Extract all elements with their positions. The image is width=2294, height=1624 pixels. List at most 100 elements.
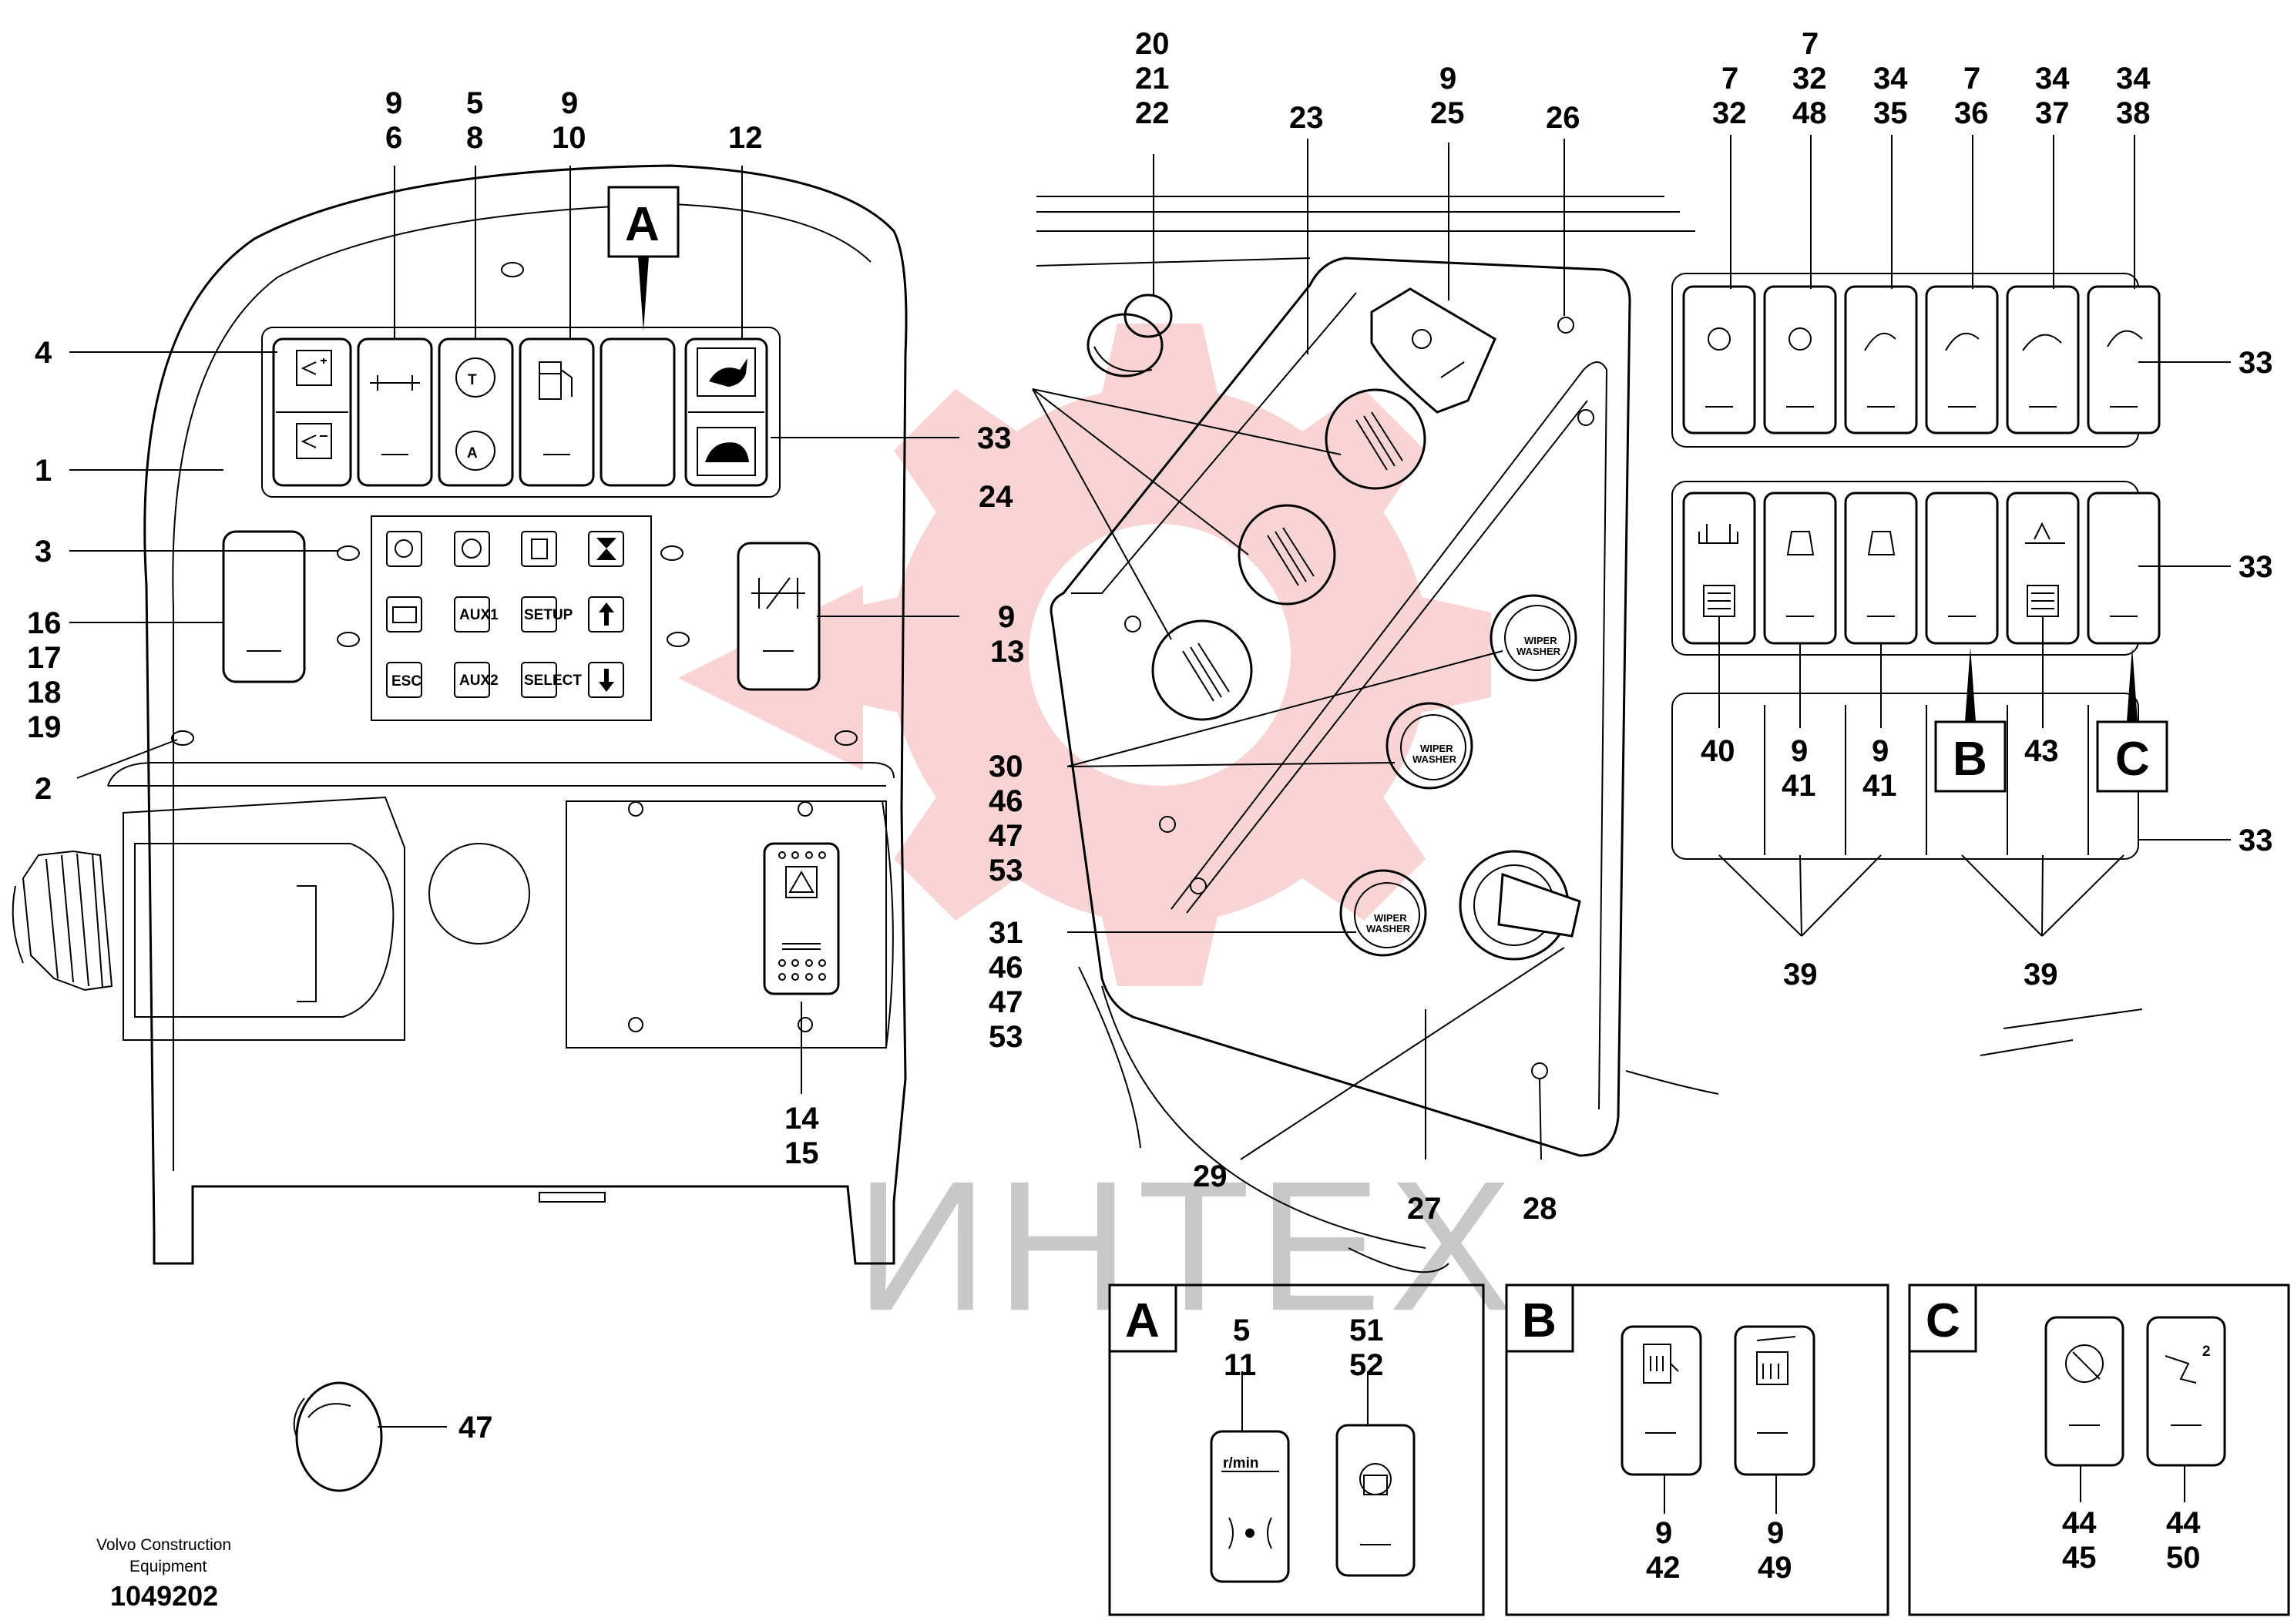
label-48: 48 <box>1792 96 1827 130</box>
label-6: 6 <box>385 121 402 155</box>
label-46-a: 46 <box>989 784 1023 818</box>
label-47-b: 47 <box>989 985 1023 1019</box>
callout-b-letter: B <box>1953 733 1987 786</box>
label-17: 17 <box>27 641 62 675</box>
inset-a: A r/min <box>1108 1283 1485 1616</box>
label-34-b: 34 <box>2035 62 2070 96</box>
label-26: 26 <box>1546 101 1580 135</box>
label-18: 18 <box>27 676 62 710</box>
label-28: 28 <box>1523 1192 1557 1226</box>
middle-panel: WIPER WASHER WIPER WASHER WIPER WASHER <box>1036 196 2143 1273</box>
label-20: 20 <box>1135 27 1170 61</box>
inset-c-letter: C <box>1926 1294 1960 1347</box>
label-2: 2 <box>35 772 52 806</box>
part-labels: 4 1 3 16 17 18 19 2 9 6 5 8 9 10 12 33 9… <box>27 27 2273 1585</box>
label-7-b: 7 <box>1802 27 1819 61</box>
label-8: 8 <box>466 121 483 155</box>
svg-text:T: T <box>468 372 477 388</box>
label-22: 22 <box>1135 96 1170 130</box>
switch-13 <box>737 542 821 691</box>
setup-label: SETUP <box>524 607 573 623</box>
footer-maker-line2: Equipment <box>129 1558 207 1575</box>
aux2-label: AUX2 <box>459 673 499 689</box>
inset-a-letter: A <box>1125 1294 1160 1347</box>
label-47-a: 47 <box>989 819 1023 853</box>
label-9-e: 9 <box>1791 734 1808 768</box>
label-33-left: 33 <box>977 421 1012 455</box>
label-9-inset-b-b: 9 <box>1767 1516 1784 1550</box>
label-23: 23 <box>1289 101 1324 135</box>
label-50: 50 <box>2166 1541 2201 1575</box>
label-32-a: 32 <box>1712 96 1747 130</box>
inset-b-letter: B <box>1522 1294 1557 1347</box>
label-43: 43 <box>2024 734 2059 768</box>
knob1-line1: WIPER <box>1524 635 1557 646</box>
footer-maker-line1: Volvo Construction <box>96 1536 231 1554</box>
label-27: 27 <box>1407 1192 1442 1226</box>
label-31: 31 <box>989 916 1023 950</box>
label-12: 12 <box>728 121 763 155</box>
knob2-line1: WIPER <box>1420 743 1453 754</box>
svg-text:A: A <box>467 445 478 461</box>
label-34-c: 34 <box>2116 62 2151 96</box>
superscript-2: 2 <box>2202 1344 2211 1360</box>
label-7-c: 7 <box>1963 62 1980 96</box>
label-32-b: 32 <box>1792 62 1827 96</box>
label-24: 24 <box>979 480 1013 514</box>
label-7-a: 7 <box>1721 62 1738 96</box>
aux1-label: AUX1 <box>459 607 499 623</box>
cap-47 <box>293 1381 383 1492</box>
label-15: 15 <box>784 1136 819 1170</box>
switch-16 <box>222 530 306 683</box>
leader-lines <box>69 135 2231 1514</box>
knob2-line2: WASHER <box>1412 753 1457 765</box>
label-47-cap: 47 <box>458 1411 493 1444</box>
label-44-a: 44 <box>2062 1506 2097 1540</box>
label-16: 16 <box>27 606 62 640</box>
label-10: 10 <box>552 121 586 155</box>
label-5-top: 5 <box>466 86 483 120</box>
label-1: 1 <box>35 454 52 488</box>
label-33-right-bottom: 33 <box>2239 824 2273 857</box>
right-bank-middle <box>1671 481 2161 656</box>
footer: Volvo Construction Equipment 1049202 <box>96 1536 231 1612</box>
label-40: 40 <box>1701 734 1735 768</box>
label-51: 51 <box>1349 1314 1384 1347</box>
right-bank-bottom <box>1671 693 2139 860</box>
lever-bellows <box>12 850 113 992</box>
label-29: 29 <box>1193 1159 1228 1193</box>
label-42: 42 <box>1646 1551 1681 1585</box>
knob1-line2: WASHER <box>1516 646 1561 657</box>
label-36: 36 <box>1954 96 1989 130</box>
inset-b: B <box>1505 1283 1889 1616</box>
label-45: 45 <box>2062 1541 2097 1575</box>
label-52: 52 <box>1349 1348 1384 1382</box>
inset-c: C 2 <box>1908 1283 2290 1616</box>
top-switch-panel: T A <box>261 327 781 498</box>
label-33-right-top: 33 <box>2239 346 2273 380</box>
label-44-b: 44 <box>2166 1506 2201 1540</box>
label-3: 3 <box>35 535 52 569</box>
label-9-f: 9 <box>1872 734 1889 768</box>
label-34-a: 34 <box>1873 62 1908 96</box>
label-46-b: 46 <box>989 951 1023 985</box>
right-bank-top <box>1671 273 2161 448</box>
label-9-top-a: 9 <box>385 86 402 120</box>
label-53-b: 53 <box>989 1020 1023 1054</box>
label-9-switch13: 9 <box>998 600 1015 634</box>
label-39-b: 39 <box>2024 958 2058 992</box>
label-25: 25 <box>1430 96 1465 130</box>
label-38: 38 <box>2116 96 2151 130</box>
label-5-inset-a: 5 <box>1233 1314 1250 1347</box>
label-4: 4 <box>35 336 52 370</box>
label-13: 13 <box>990 635 1025 669</box>
rmin-label: r/min <box>1223 1455 1258 1471</box>
select-label: SELECT <box>524 673 582 689</box>
knob3-line1: WIPER <box>1374 912 1407 924</box>
label-41-b: 41 <box>1862 769 1897 803</box>
label-53-a: 53 <box>989 854 1023 887</box>
label-19: 19 <box>27 710 62 744</box>
footer-doc-number: 1049202 <box>110 1580 218 1612</box>
label-11: 11 <box>1224 1348 1256 1382</box>
